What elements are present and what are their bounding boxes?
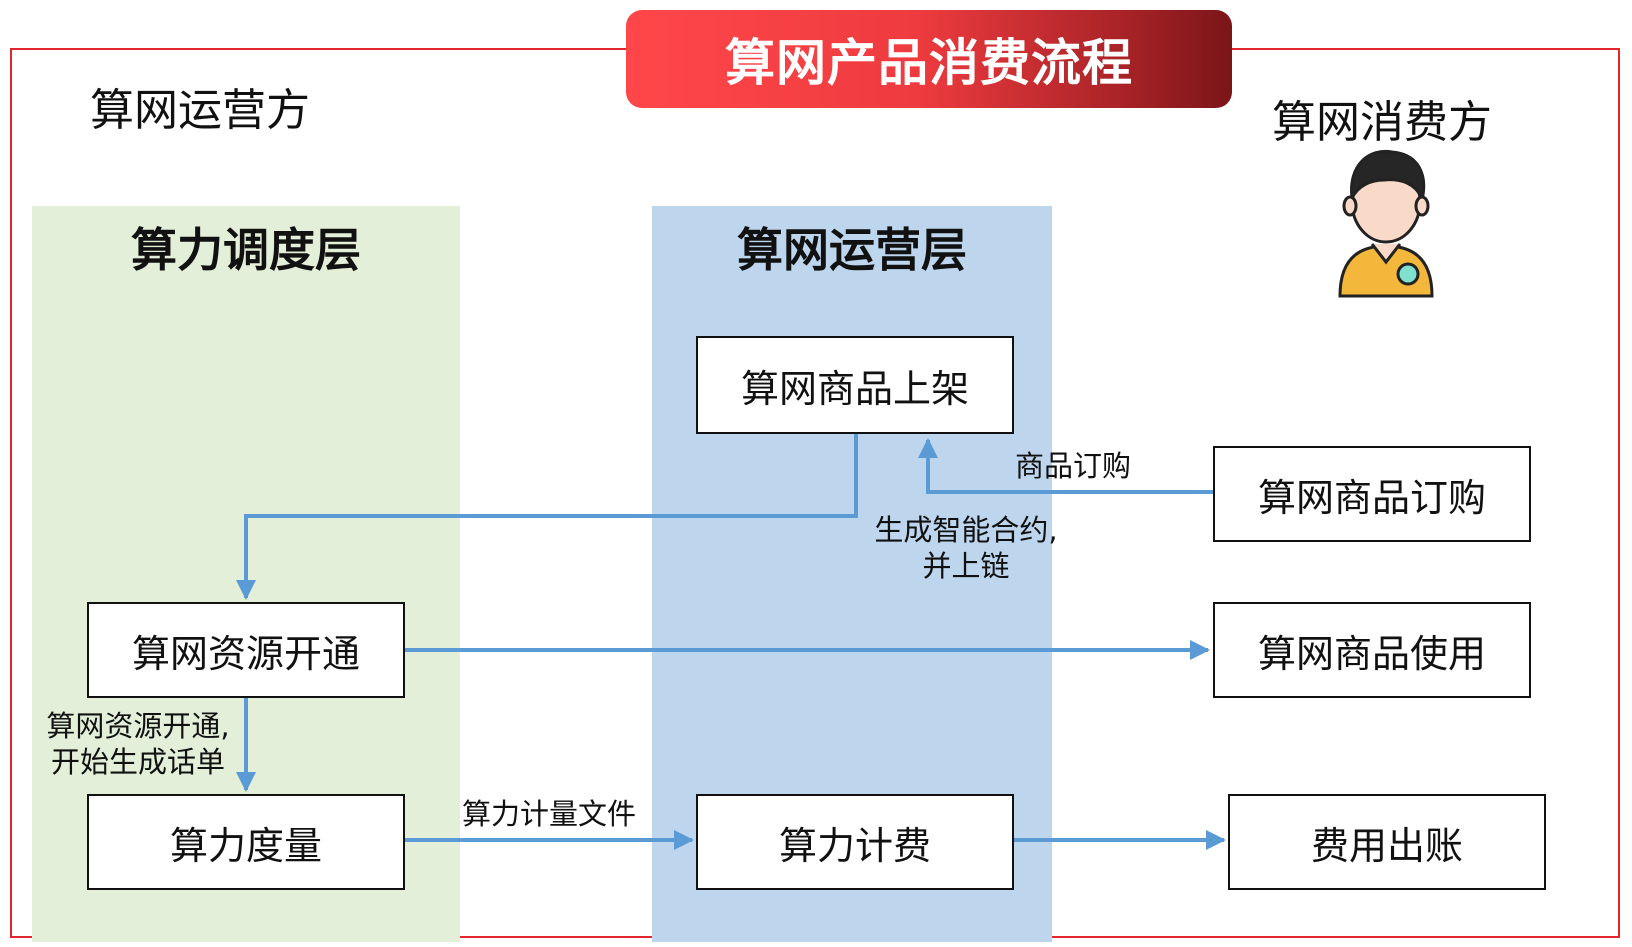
- operator-label: 算网运营方: [90, 85, 310, 136]
- node-product-order: 算网商品订购: [1213, 446, 1531, 542]
- consumer-label: 算网消费方: [1272, 97, 1492, 148]
- person-avatar-icon: [1338, 149, 1434, 298]
- node-product-listing: 算网商品上架: [696, 336, 1014, 434]
- node-product-use: 算网商品使用: [1213, 602, 1531, 698]
- node-compute-measure: 算力度量: [87, 794, 405, 890]
- node-resource-open: 算网资源开通: [87, 602, 405, 698]
- edge-label-order: 商品订购: [1015, 449, 1132, 483]
- edge-label-file: 算力计量文件: [462, 797, 637, 831]
- edge-label-open: 算网资源开通, 开始生成话单: [34, 708, 242, 780]
- node-invoice: 费用出账: [1228, 794, 1546, 890]
- diagram-title: 算网产品消费流程: [626, 10, 1232, 108]
- edge-label-contract-line: 并上链: [922, 549, 1010, 583]
- edge-label-contract: 生成智能合约, 并上链: [858, 512, 1074, 584]
- edge-label-open-line: 算网资源开通,: [46, 709, 230, 743]
- edge-label-contract-line: 生成智能合约,: [874, 513, 1058, 547]
- node-compute-billing: 算力计费: [696, 794, 1014, 890]
- edge-label-open-line: 开始生成话单: [50, 745, 225, 779]
- schedule-layer-title: 算力调度层: [131, 223, 361, 277]
- operate-layer-title: 算网运营层: [737, 223, 967, 277]
